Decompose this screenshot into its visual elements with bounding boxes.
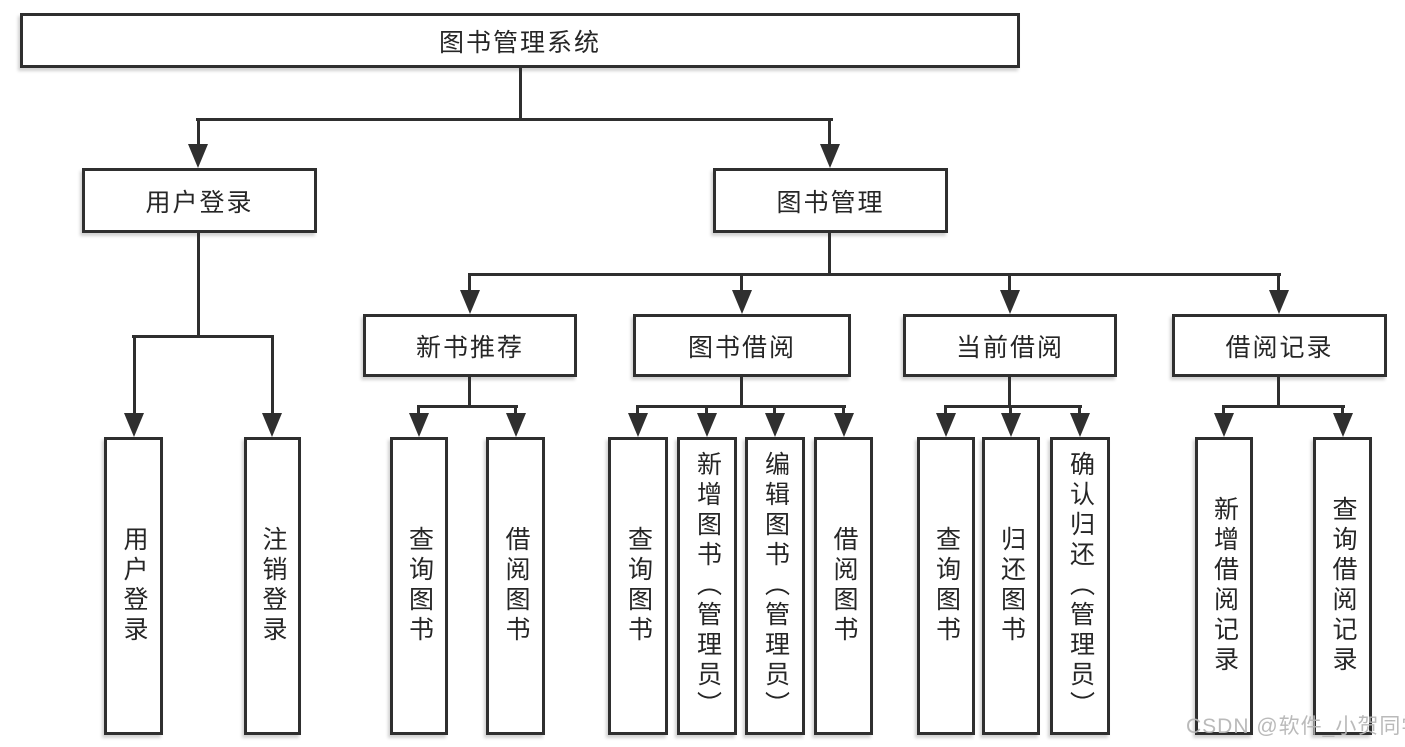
- node-root: 图书管理系统: [20, 13, 1020, 68]
- arrow-down-icon: [1269, 290, 1289, 314]
- arrow-down-icon: [506, 413, 526, 437]
- node-borrow-record-label: 借阅记录: [1225, 333, 1334, 362]
- connector-nb-stem: [468, 377, 471, 408]
- node-book-management-label: 图书管理: [776, 188, 885, 217]
- connector-br-drop: [1277, 275, 1280, 292]
- node-leaf-nb-query-label: 查询图书: [405, 526, 434, 646]
- node-leaf-logout-label: 注销登录: [259, 526, 287, 646]
- node-leaf-br-add: 新增借阅记录: [1195, 437, 1253, 735]
- connector-leaf-drop: [1222, 407, 1225, 415]
- connector-bb-drop: [740, 275, 743, 292]
- connector-leaf-drop: [636, 407, 639, 415]
- arrow-down-icon: [1333, 413, 1353, 437]
- node-leaf-user-login-label: 用户登录: [120, 526, 148, 646]
- connector-bb-bus: [636, 405, 846, 408]
- node-book-management: 图书管理: [713, 168, 948, 233]
- node-new-book-recommend-label: 新书推荐: [415, 333, 524, 362]
- node-root-label: 图书管理系统: [438, 28, 601, 57]
- node-leaf-bb-add-label: 新增图书（管理员）: [693, 451, 722, 721]
- connector-root-stem: [519, 67, 522, 120]
- connector-leaf-drop: [514, 407, 517, 415]
- connector-cb-bus: [944, 405, 1082, 408]
- connector-leaf-drop: [944, 407, 947, 415]
- connector-login-drop: [133, 337, 136, 415]
- connector-leaf-drop: [1009, 407, 1012, 415]
- node-leaf-bb-edit: 编辑图书（管理员）: [745, 437, 805, 735]
- connector-leaf-drop: [1078, 407, 1081, 415]
- node-leaf-br-query-label: 查询借阅记录: [1329, 496, 1357, 676]
- arrow-down-icon: [124, 413, 144, 437]
- connector-br-bus: [1222, 405, 1345, 408]
- arrow-down-icon: [409, 413, 429, 437]
- watermark: CSDN @软件_小贺同学: [1186, 715, 1405, 738]
- arrow-down-icon: [262, 413, 282, 437]
- node-leaf-cb-confirm: 确认归还（管理员）: [1050, 437, 1110, 735]
- arrow-down-icon: [936, 413, 956, 437]
- connector-leaf-drop: [773, 407, 776, 415]
- node-current-borrow-label: 当前借阅: [955, 333, 1064, 362]
- node-book-borrow-label: 图书借阅: [687, 333, 796, 362]
- connector-cb-drop: [1008, 275, 1011, 292]
- connector-user-login-drop: [197, 120, 200, 148]
- arrow-down-icon: [188, 144, 208, 168]
- connector-br-stem: [1277, 377, 1280, 408]
- arrow-down-icon: [460, 290, 480, 314]
- arrow-down-icon: [1000, 290, 1020, 314]
- connector-login-bus: [132, 335, 274, 338]
- node-leaf-bb-edit-label: 编辑图书（管理员）: [761, 451, 790, 721]
- connector-level1-bus: [196, 118, 833, 121]
- node-leaf-nb-query: 查询图书: [390, 437, 448, 735]
- node-borrow-record: 借阅记录: [1172, 314, 1387, 377]
- node-leaf-bb-borrow: 借阅图书: [814, 437, 873, 735]
- connector-leaf-drop: [417, 407, 420, 415]
- node-user-login: 用户登录: [82, 168, 317, 233]
- node-new-book-recommend: 新书推荐: [363, 314, 577, 377]
- node-leaf-bb-query-label: 查询图书: [624, 526, 653, 646]
- connector-book-management-stem: [828, 233, 831, 276]
- node-leaf-cb-return: 归还图书: [982, 437, 1040, 735]
- connector-book-management-drop: [828, 120, 831, 148]
- node-leaf-br-add-label: 新增借阅记录: [1210, 496, 1239, 676]
- node-leaf-br-query: 查询借阅记录: [1313, 437, 1372, 735]
- arrow-down-icon: [1214, 413, 1234, 437]
- node-user-login-label: 用户登录: [145, 188, 254, 217]
- node-leaf-nb-borrow: 借阅图书: [486, 437, 545, 735]
- node-leaf-cb-return-label: 归还图书: [997, 526, 1026, 646]
- node-leaf-bb-query: 查询图书: [608, 437, 668, 735]
- connector-leaf-drop: [1341, 407, 1344, 415]
- arrow-down-icon: [1070, 413, 1090, 437]
- arrow-down-icon: [697, 413, 717, 437]
- node-leaf-nb-borrow-label: 借阅图书: [502, 526, 530, 646]
- connector-leaf-drop: [705, 407, 708, 415]
- connector-cb-stem: [1008, 377, 1011, 408]
- node-book-borrow: 图书借阅: [633, 314, 851, 377]
- connector-bb-stem: [740, 377, 743, 408]
- connector-leaf-drop: [842, 407, 845, 415]
- connector-level2-bus: [468, 273, 1281, 276]
- arrow-down-icon: [765, 413, 785, 437]
- node-leaf-bb-borrow-label: 借阅图书: [830, 526, 858, 646]
- node-leaf-cb-query-label: 查询图书: [932, 526, 961, 646]
- node-leaf-user-login: 用户登录: [104, 437, 163, 735]
- node-leaf-logout: 注销登录: [244, 437, 301, 735]
- node-leaf-bb-add: 新增图书（管理员）: [677, 437, 737, 735]
- arrow-down-icon: [628, 413, 648, 437]
- arrow-down-icon: [1001, 413, 1021, 437]
- connector-nb-bus: [417, 405, 518, 408]
- node-current-borrow: 当前借阅: [903, 314, 1117, 377]
- arrow-down-icon: [732, 290, 752, 314]
- connector-nb-drop: [468, 275, 471, 292]
- arrow-down-icon: [834, 413, 854, 437]
- arrow-down-icon: [820, 144, 840, 168]
- node-leaf-cb-query: 查询图书: [917, 437, 975, 735]
- connector-user-login-stem: [197, 233, 200, 337]
- connector-logout-drop: [271, 337, 274, 415]
- node-leaf-cb-confirm-label: 确认归还（管理员）: [1066, 451, 1095, 721]
